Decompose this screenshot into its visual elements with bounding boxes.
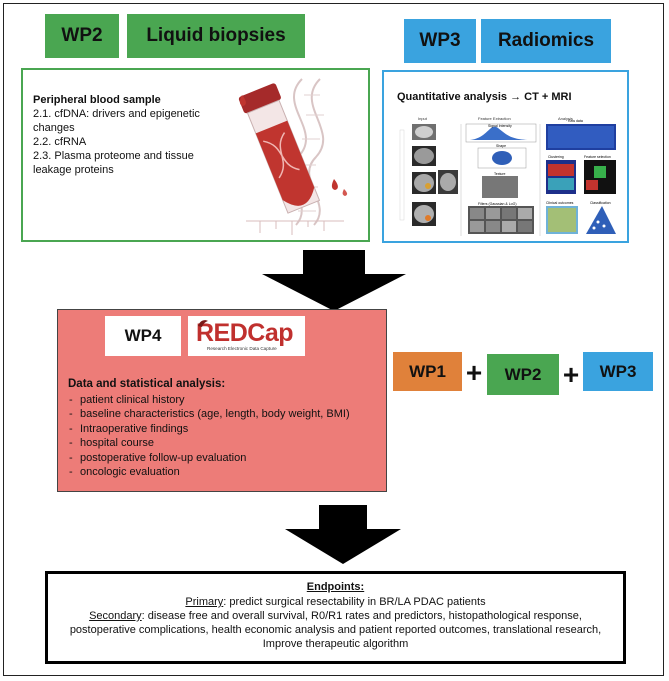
liquid-biopsy-panel: Peripheral blood sample 2.1. cfDNA: driv… <box>21 68 370 242</box>
wp4-item: hospital course <box>68 436 386 451</box>
wp4-id-tag: WP4 <box>105 316 181 356</box>
wp3-id-tag: WP3 <box>404 19 476 63</box>
wp4-panel: WP4 REDCap Research Electronic Data Capt… <box>57 309 387 492</box>
radiomics-panel: Quantitative analysis → CT + MRI Input F… <box>382 70 629 243</box>
feature-extraction-panels: Signal Intensity Shape Texture Filters (… <box>465 123 537 234</box>
redcap-logo-text: REDCap <box>196 319 294 347</box>
liquid-heading: Peripheral blood sample <box>33 94 161 106</box>
redcap-logo: REDCap Research Electronic Data Capture <box>188 316 305 356</box>
endpoints-secondary: Secondary: disease free and overall surv… <box>58 609 613 651</box>
down-arrow-1 <box>262 250 406 311</box>
blood-tube-illustration <box>238 78 348 235</box>
secondary-label: Secondary <box>89 610 142 622</box>
analysis-label-classification: Classification <box>590 201 611 205</box>
combo-plus-2: + <box>562 359 580 390</box>
primary-label: Primary <box>185 596 224 608</box>
feat-label-filters: Filters (Gaussian & LoG) <box>478 202 517 206</box>
combo-plus-1: + <box>465 357 483 388</box>
combo-wp3-tag: WP3 <box>583 352 653 391</box>
wp4-item: Intraoperative findings <box>68 422 386 437</box>
combo-wp1-tag: WP1 <box>393 352 462 391</box>
figure-frame <box>3 3 664 676</box>
analysis-label-raw: Raw data <box>568 119 583 123</box>
wp2-id-tag: WP2 <box>45 14 119 58</box>
radiomics-pipeline-figure: Input Feature Extraction Analysis Signal… <box>399 116 616 236</box>
wp4-item: postoperative follow-up evaluation <box>68 451 386 466</box>
wp4-item: oncologic evaluation <box>68 465 386 480</box>
blood-drop-icon <box>239 95 246 106</box>
radiomics-heading: Quantitative analysis → CT + MRI <box>397 91 572 103</box>
analysis-label-outcomes: Clinical outcomes <box>546 201 574 205</box>
combo-wp2-tag: WP2 <box>487 354 559 395</box>
analysis-panels: Raw data Clustering Feature selection Cl… <box>546 119 616 234</box>
redcap-bird-icon <box>198 320 208 327</box>
col-input: Input <box>418 116 428 121</box>
liquid-item-2: 2.2. cfRNA <box>33 136 87 148</box>
col-feature: Feature Extraction <box>478 116 511 121</box>
test-tube-icon <box>238 83 321 214</box>
primary-text: : predict surgical resectability in BR/L… <box>223 596 486 608</box>
feat-label-shape: Shape <box>496 144 506 148</box>
liquid-item-3: 2.3. Plasma proteome and tissue leakage … <box>33 150 194 176</box>
endpoints-panel: Endpoints: Primary: predict surgical res… <box>45 571 626 664</box>
wp3-title-tag: Radiomics <box>481 19 611 63</box>
wp4-items-list: patient clinical history baseline charac… <box>68 393 386 480</box>
liquid-item-1: 2.1. cfDNA: drivers and epigenetic chang… <box>33 108 200 134</box>
analysis-label-selection: Feature selection <box>584 155 611 159</box>
analysis-label-clustering: Clustering <box>548 155 564 159</box>
secondary-text: : disease free and overall survival, R0/… <box>69 610 602 650</box>
col-analysis: Analysis <box>558 116 573 121</box>
feat-label-signal: Signal Intensity <box>488 124 512 128</box>
wp4-heading: Data and statistical analysis: <box>68 378 226 390</box>
endpoints-primary: Primary: predict surgical resectability … <box>48 595 623 609</box>
feat-label-texture: Texture <box>494 172 506 176</box>
ct-scan-thumbnails <box>399 124 458 226</box>
wp4-item: patient clinical history <box>68 393 386 408</box>
down-arrow-2 <box>285 505 401 564</box>
wp2-title-tag: Liquid biopsies <box>127 14 305 58</box>
redcap-logo-subtitle: Research Electronic Data Capture <box>207 346 277 351</box>
wp4-item: baseline characteristics (age, length, b… <box>68 407 386 422</box>
endpoints-title: Endpoints: <box>306 581 365 593</box>
